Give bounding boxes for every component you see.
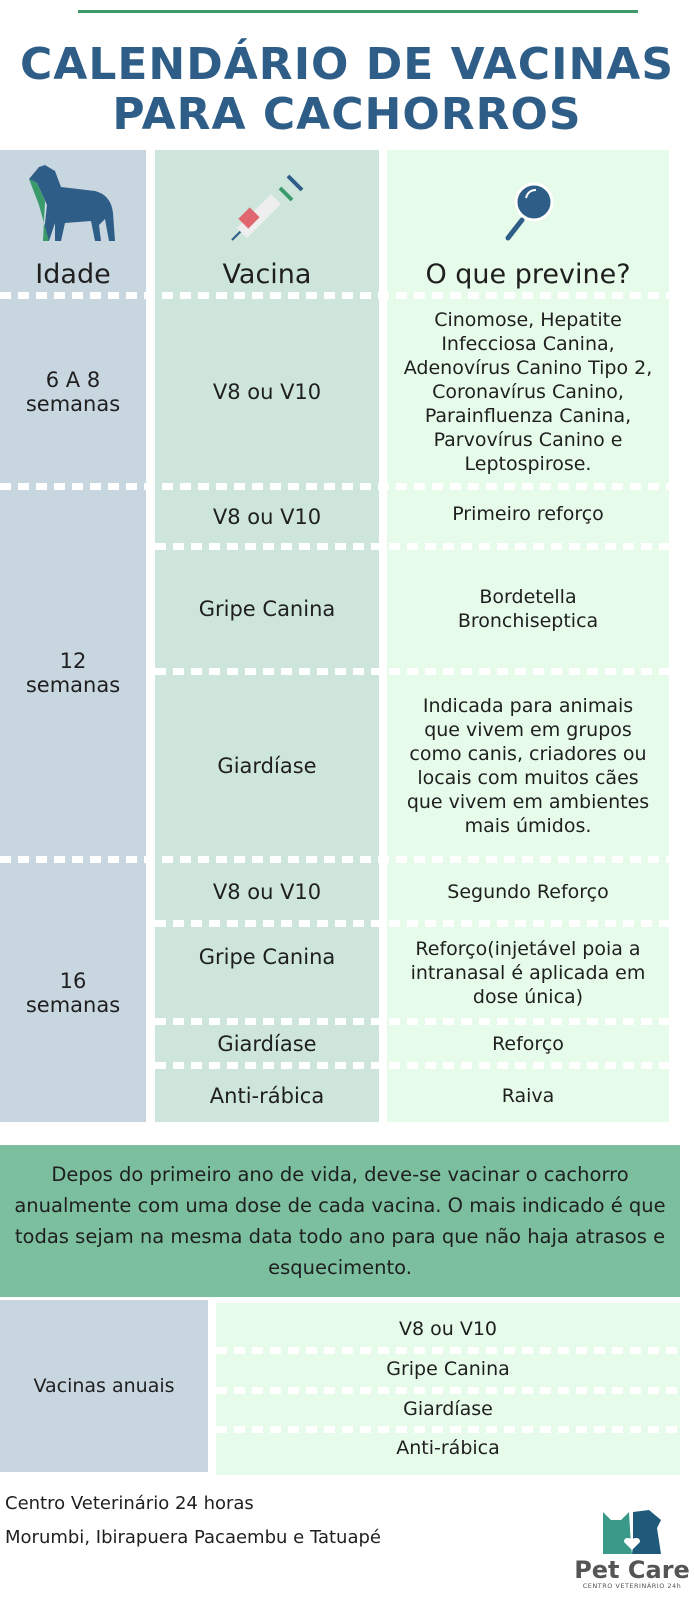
syringe-icon — [231, 174, 304, 241]
age-column — [0, 150, 146, 1122]
divider — [155, 1062, 669, 1069]
divider — [0, 292, 669, 299]
vaccine-cell: Giardíase — [217, 1031, 317, 1056]
divider — [216, 1347, 680, 1354]
divider — [216, 1426, 680, 1433]
prevents-cell: Reforço(injetável poia a intranasal é ap… — [410, 937, 646, 1008]
title-line-2: PARA CACHORROS — [112, 89, 582, 140]
divider — [155, 543, 669, 550]
annual-item: V8 ou V10 — [398, 1318, 497, 1340]
annual-item: Anti-rábica — [396, 1437, 500, 1459]
pet-logo-icon — [603, 1510, 661, 1554]
prevents-cell: Bordetella Bronchiseptica — [457, 586, 599, 632]
prevents-cell: Indicada para animais que vivem em grupo… — [406, 694, 650, 837]
divider — [155, 668, 669, 675]
divider — [216, 1387, 680, 1394]
logo-name: Pet Care — [574, 1556, 690, 1584]
header-age: Idade — [0, 150, 146, 295]
pet-care-logo: Pet Care CENTRO VETERINÁRIO 24h — [572, 1506, 692, 1596]
logo-tagline: CENTRO VETERINÁRIO 24h — [582, 1582, 682, 1590]
vaccine-cell: V8 ou V10 — [212, 379, 322, 404]
vaccine-cell: V8 ou V10 — [212, 504, 322, 529]
top-rule — [78, 10, 638, 13]
annual-item: Gripe Canina — [386, 1358, 510, 1380]
dog-icon — [29, 165, 115, 241]
footer-line-1: Centro Veterinário 24 horas — [5, 1493, 254, 1514]
age-16-weeks: 16 semanas — [25, 968, 121, 1017]
vaccine-cell: Anti-rábica — [209, 1083, 325, 1108]
prevents-cell: Cinomose, Hepatite Infecciosa Canina, Ad… — [403, 308, 653, 475]
divider — [0, 483, 669, 490]
divider — [0, 856, 669, 863]
annual-label: Vacinas anuais — [0, 1300, 208, 1472]
annual-item: Giardíase — [403, 1398, 493, 1420]
divider — [155, 920, 669, 927]
header-vaccine-label: Vacina — [222, 259, 312, 290]
header-age-label: Idade — [35, 259, 111, 290]
vaccine-cell: Gripe Canina — [198, 945, 336, 969]
prevents-cell: Segundo Reforço — [447, 880, 609, 903]
vaccine-cell: V8 ou V10 — [212, 879, 322, 904]
vaccine-cell: Giardíase — [217, 753, 317, 778]
prevents-cell: Reforço — [492, 1032, 564, 1055]
prevents-cell: Raiva — [501, 1084, 555, 1107]
page-title: CALENDÁRIO DE VACINAS PARA CACHORROS — [0, 40, 694, 140]
age-6-8-weeks: 6 A 8 semanas — [25, 367, 121, 416]
prevents-column — [387, 150, 669, 1122]
prevents-cell: Primeiro reforço — [452, 503, 604, 525]
age-12-weeks: 12 semanas — [25, 649, 121, 697]
vaccine-cell: Gripe Canina — [198, 597, 336, 621]
annual-note: Depos do primeiro ano de vida, deve-se v… — [0, 1145, 680, 1297]
header-prevents: O que previne? — [387, 150, 669, 295]
header-prevents-label: O que previne? — [425, 259, 631, 290]
header-vaccine: Vacina — [155, 150, 379, 295]
vaccine-column — [155, 150, 379, 1122]
divider — [155, 1018, 669, 1025]
magnifier-icon — [505, 182, 554, 241]
footer-line-2: Morumbi, Ibirapuera Pacaembu e Tatuapé — [5, 1527, 381, 1548]
title-line-1: CALENDÁRIO DE VACINAS — [19, 39, 675, 90]
